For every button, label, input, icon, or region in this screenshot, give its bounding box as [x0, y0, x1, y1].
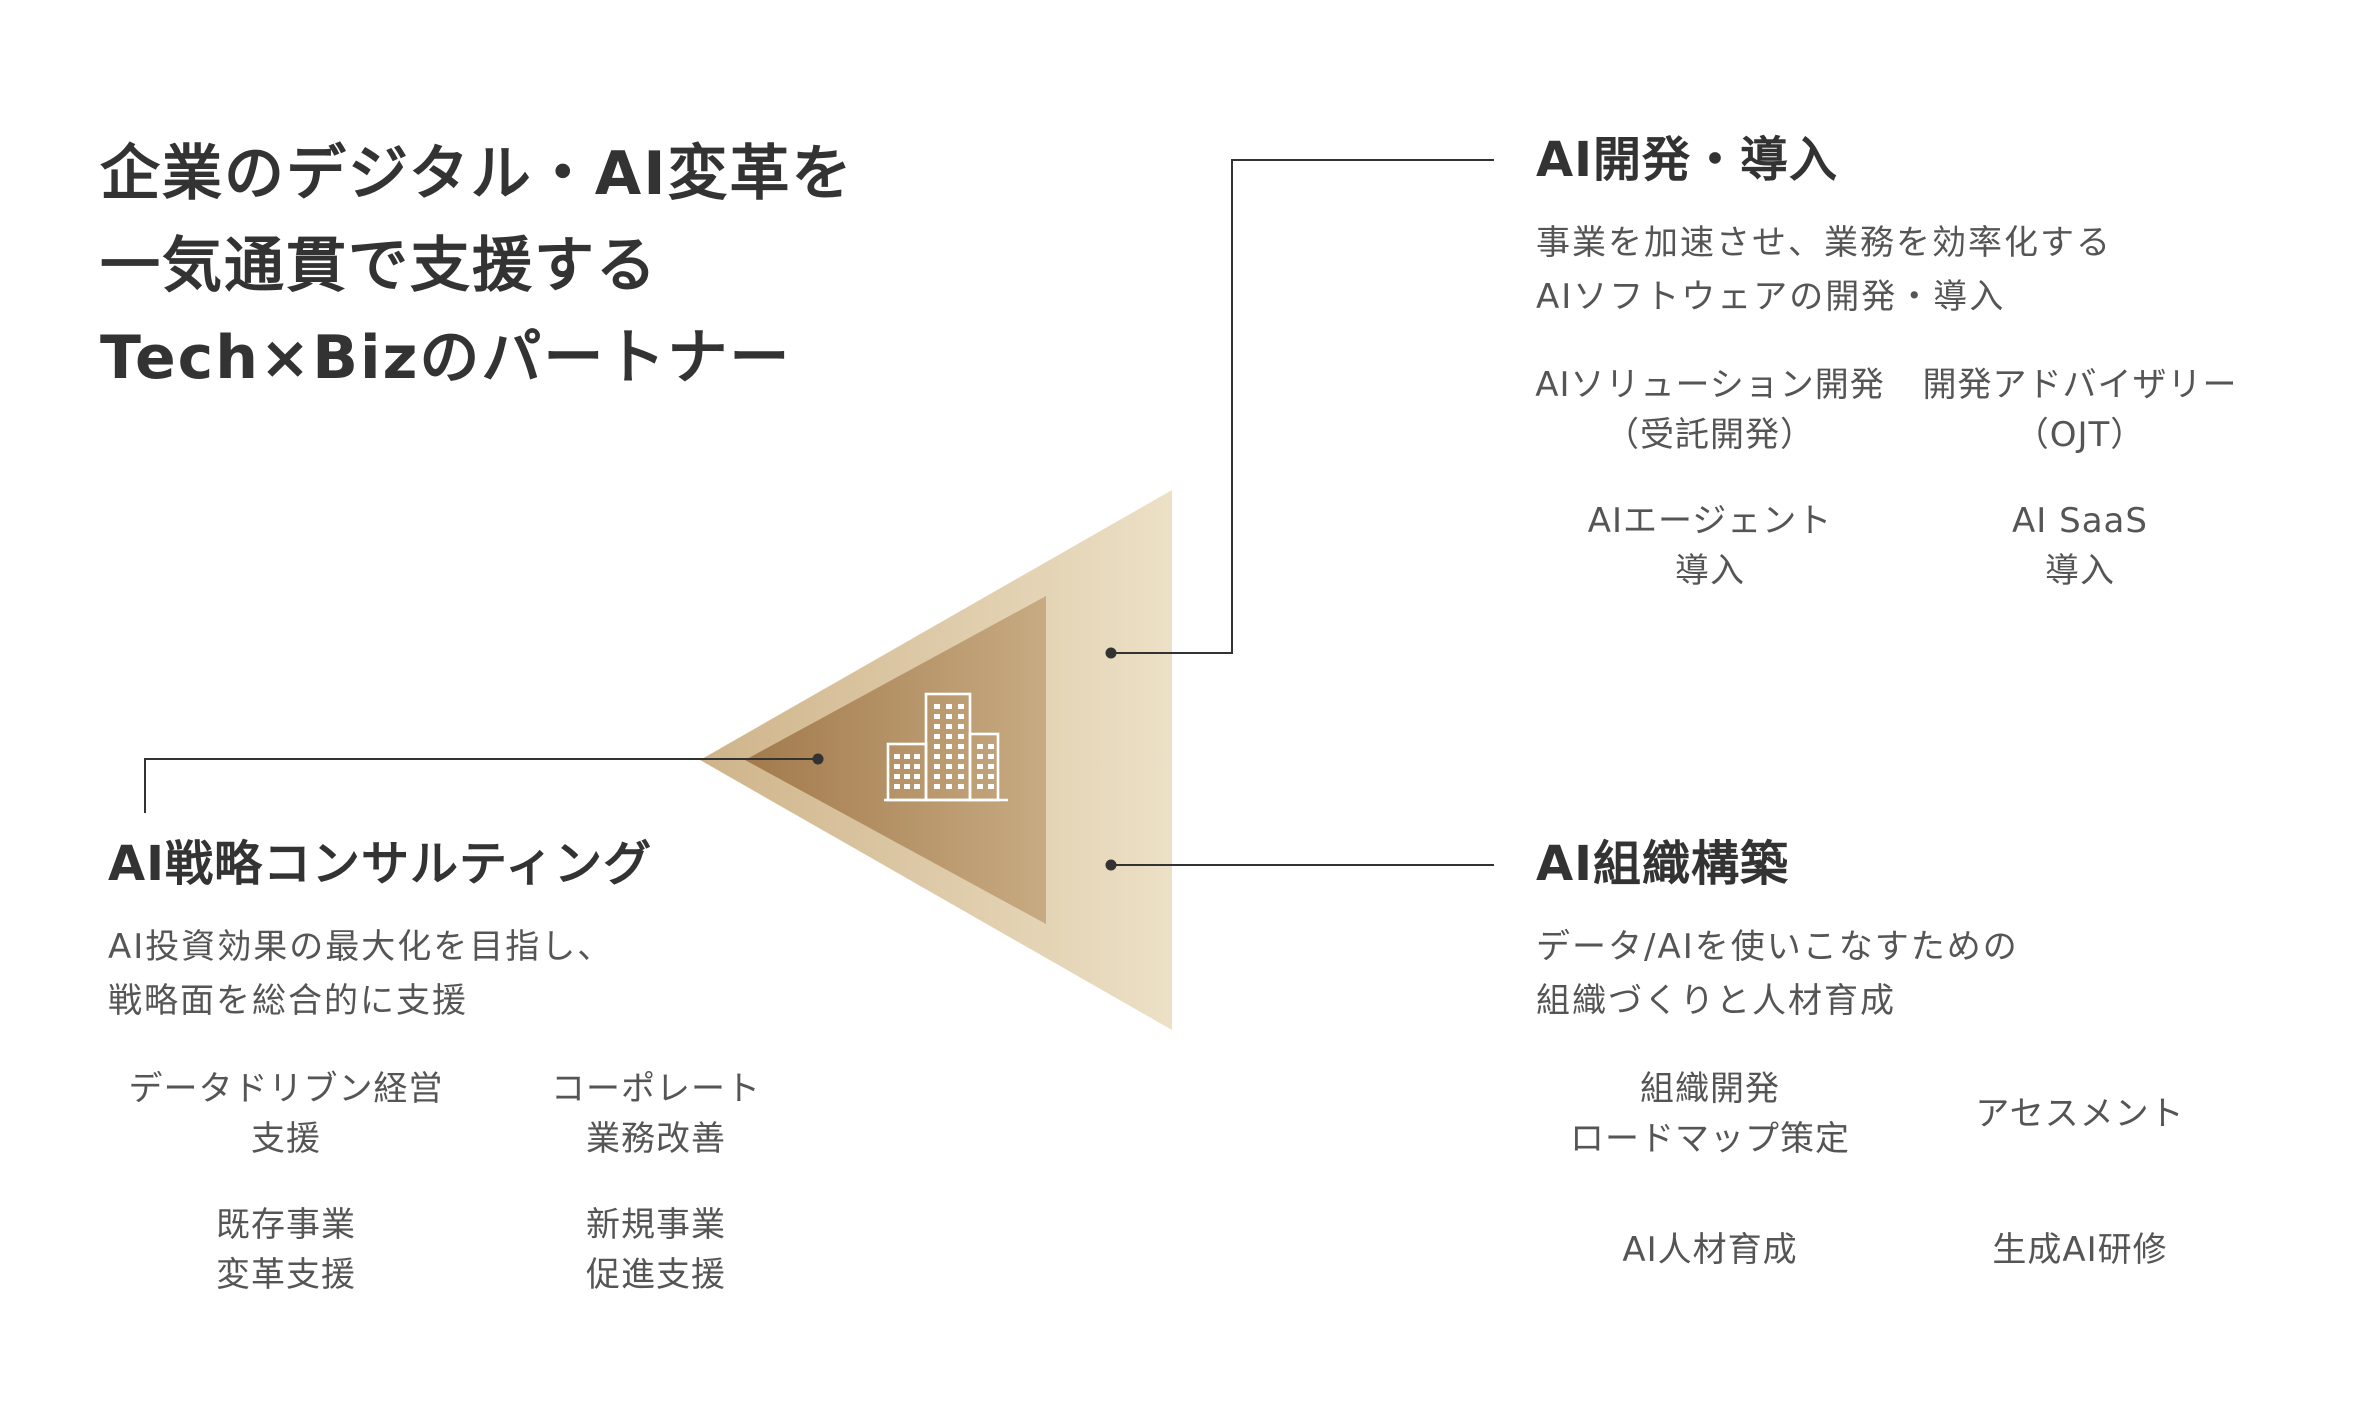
service-item: アセスメント [1900, 1089, 2260, 1139]
section-description: 事業を加速させ、業務を効率化する AIソフトウェアの開発・導入 [1536, 216, 2296, 324]
service-item-line: （受託開発） [1605, 415, 1815, 455]
service-item-line: 導入 [2045, 551, 2115, 591]
service-item: 既存事業 変革支援 [106, 1200, 466, 1300]
description-line: 戦略面を総合的に支援 [108, 981, 468, 1021]
inner-triangle [745, 596, 1046, 924]
service-item-line: AI人材育成 [1622, 1230, 1798, 1270]
service-item: AI人材育成 [1530, 1225, 1890, 1275]
headline-line: Tech×Bizのパートナー [100, 323, 792, 393]
headline-line: 企業のデジタル・AI変革を [100, 139, 854, 209]
buildings-icon [884, 692, 1008, 802]
connector-development [1105, 159, 1494, 659]
service-item: AIソリューション開発 （受託開発） [1530, 360, 1890, 460]
service-item: 開発アドバイザリー （OJT） [1900, 360, 2260, 460]
section-development: AI開発・導入 事業を加速させ、業務を効率化する AIソフトウェアの開発・導入 [1536, 130, 2296, 324]
service-item-line: 導入 [1675, 551, 1745, 591]
service-item: 生成AI研修 [1900, 1225, 2260, 1275]
description-line: 事業を加速させ、業務を効率化する [1536, 223, 2112, 263]
service-item-line: 業務改善 [586, 1119, 726, 1159]
description-line: データ/AIを使いこなすための [1536, 927, 2019, 967]
service-item-line: データドリブン経営 [128, 1069, 444, 1109]
service-item-line: ロードマップ策定 [1570, 1119, 1850, 1159]
section-title: AI組織構築 [1536, 836, 1790, 892]
service-item: AI SaaS 導入 [1900, 496, 2260, 596]
service-item: コーポレート 業務改善 [476, 1064, 836, 1164]
section-consulting: AI戦略コンサルティング AI投資効果の最大化を目指し、 戦略面を総合的に支援 [108, 834, 868, 1028]
section-description: データ/AIを使いこなすための 組織づくりと人材育成 [1536, 920, 2296, 1028]
service-item-line: AIエージェント [1587, 501, 1833, 541]
service-item: AIエージェント 導入 [1530, 496, 1890, 596]
section-title: AI開発・導入 [1536, 132, 1839, 188]
service-item-line: 支援 [251, 1119, 321, 1159]
service-item-line: AIソリューション開発 [1535, 365, 1885, 405]
service-item-line: AI SaaS [2012, 501, 2148, 541]
section-title: AI戦略コンサルティング [108, 836, 653, 892]
service-item-line: 組織開発 [1640, 1069, 1780, 1109]
service-item-line: コーポレート [551, 1069, 761, 1109]
service-item-line: 生成AI研修 [1992, 1230, 2168, 1270]
service-item-line: 開発アドバイザリー [1922, 365, 2238, 405]
service-item-line: 変革支援 [216, 1255, 356, 1295]
description-line: AI投資効果の最大化を目指し、 [108, 927, 614, 967]
section-organization: AI組織構築 データ/AIを使いこなすための 組織づくりと人材育成 [1536, 834, 2296, 1028]
headline-line: 一気通貫で支援する [100, 231, 658, 301]
headline: 企業のデジタル・AI変革を 一気通貫で支援する Tech×Bizのパートナー [100, 128, 854, 404]
service-item-line: 促進支援 [586, 1255, 726, 1295]
service-item-line: 新規事業 [586, 1205, 726, 1245]
description-line: AIソフトウェアの開発・導入 [1536, 277, 2006, 317]
connector-consulting [144, 753, 824, 813]
connector-organization [1105, 859, 1494, 871]
service-item-line: アセスメント [1975, 1094, 2185, 1134]
section-description: AI投資効果の最大化を目指し、 戦略面を総合的に支援 [108, 920, 868, 1028]
service-item: データドリブン経営 支援 [106, 1064, 466, 1164]
description-line: 組織づくりと人材育成 [1536, 981, 1896, 1021]
service-item-line: （OJT） [2014, 415, 2146, 455]
service-item: 組織開発 ロードマップ策定 [1530, 1064, 1890, 1164]
service-item: 新規事業 促進支援 [476, 1200, 836, 1300]
service-item-line: 既存事業 [216, 1205, 356, 1245]
